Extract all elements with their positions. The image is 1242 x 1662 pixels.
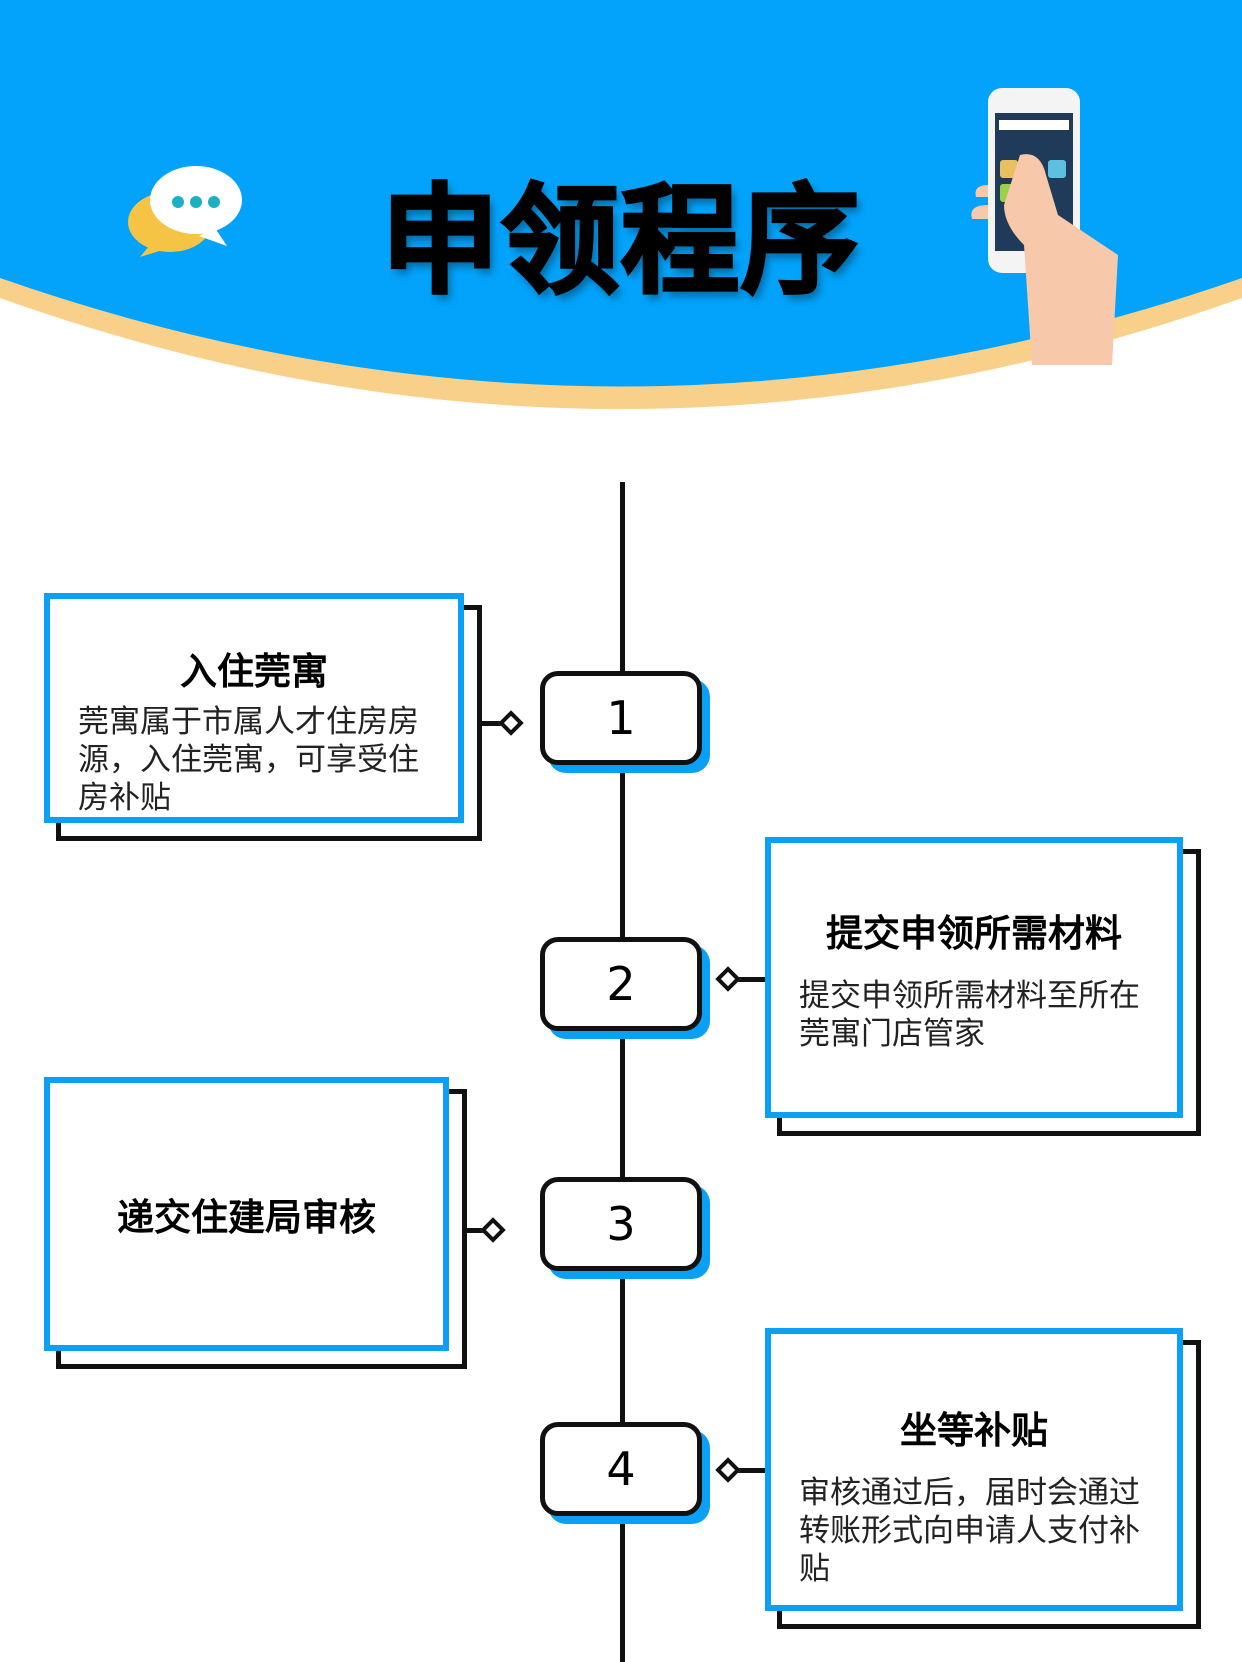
step-card-2: 提交申领所需材料 提交申领所需材料至所在莞寓门店管家 <box>765 837 1183 1118</box>
diamond-icon <box>715 1457 741 1483</box>
step-heading: 坐等补贴 <box>900 1409 1048 1452</box>
connector <box>728 977 765 982</box>
header-banner <box>0 0 1242 409</box>
step-number-2: 2 <box>540 937 702 1031</box>
diamond-icon <box>480 1217 506 1243</box>
hand-holding-phone-icon <box>971 88 1118 365</box>
connector <box>464 1228 490 1233</box>
step-number-1: 1 <box>540 671 702 765</box>
step-card-1: 入住莞寓 莞寓属于市属人才住房房源，入住莞寓，可享受住房补贴 <box>44 593 464 823</box>
step-body: 莞寓属于市属人才住房房源，入住莞寓，可享受住房补贴 <box>78 704 419 816</box>
step-body: 审核通过后，届时会通过转账形式向申请人支付补贴 <box>799 1475 1140 1587</box>
timeline-line <box>620 482 625 1662</box>
step-number-4: 4 <box>540 1422 702 1516</box>
step-card-4: 坐等补贴 审核通过后，届时会通过转账形式向申请人支付补贴 <box>765 1328 1183 1611</box>
step-heading: 提交申领所需材料 <box>826 912 1122 955</box>
diamond-icon <box>715 966 741 992</box>
step-number-3: 3 <box>540 1177 702 1271</box>
connector <box>728 1468 765 1473</box>
step-heading: 递交住建局审核 <box>117 1196 376 1239</box>
diamond-icon <box>498 710 524 736</box>
page-title: 申领程序 <box>379 171 861 312</box>
step-body: 提交申领所需材料至所在莞寓门店管家 <box>799 978 1140 1052</box>
connector <box>479 721 509 726</box>
step-card-3: 递交住建局审核 <box>44 1077 449 1351</box>
chat-bubbles-icon <box>128 166 242 257</box>
step-heading: 入住莞寓 <box>180 650 328 693</box>
